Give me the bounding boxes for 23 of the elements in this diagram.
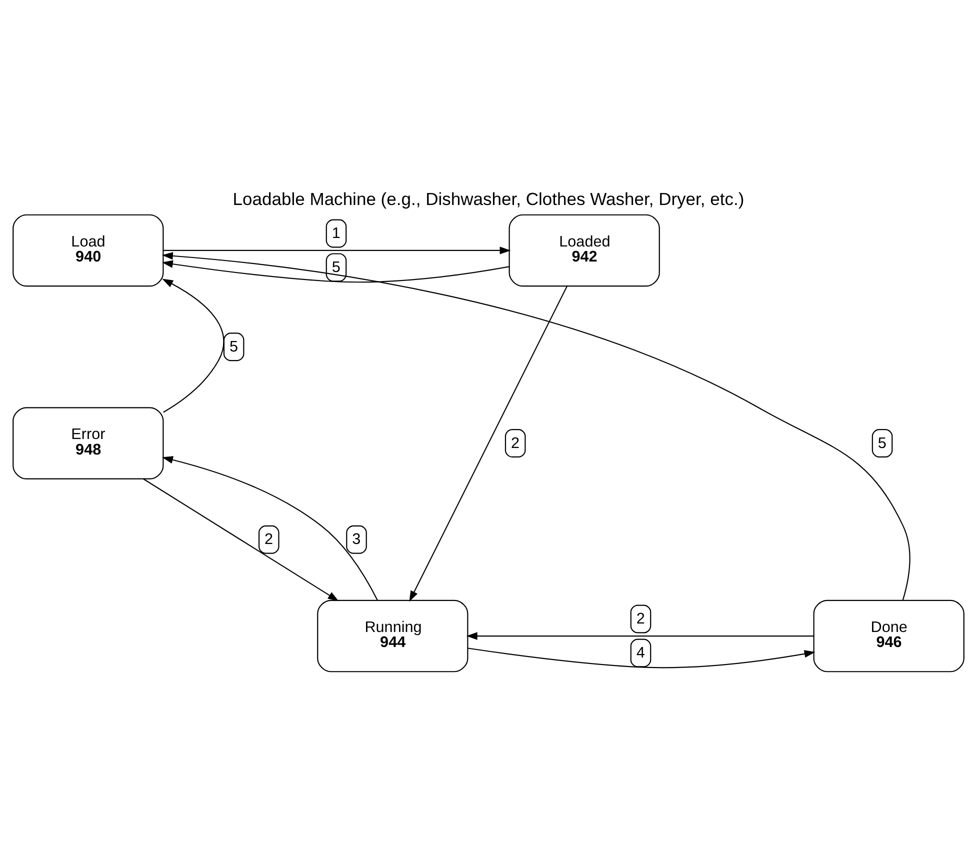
arrow	[162, 278, 224, 412]
edge-label: 2	[636, 610, 645, 628]
edge-label: 2	[510, 434, 520, 452]
edge-label: 4	[636, 644, 645, 662]
arrow	[164, 246, 511, 254]
arrow	[468, 647, 816, 668]
node-box: Loaded 942	[508, 214, 660, 286]
arrow	[143, 478, 339, 601]
node-box: Done 946	[813, 599, 964, 672]
edge-label: 5	[878, 434, 886, 452]
node-box: Error 948	[12, 406, 164, 479]
node-box: Load 940	[12, 214, 164, 286]
edge-label: 3	[352, 530, 361, 548]
arrow	[162, 260, 510, 282]
edge-label: 5	[332, 258, 340, 276]
arrow	[409, 286, 568, 602]
arrow	[162, 456, 378, 600]
arrow	[466, 632, 814, 640]
node-box: Running 944	[317, 599, 468, 672]
diagram-title: Loadable Machine (e.g., Dishwasher, Clothes Washer, Dryer, etc.)	[232, 188, 744, 208]
edge-label: 5	[229, 338, 238, 355]
edge-label: 1	[332, 224, 340, 242]
edge-label: 2	[264, 530, 274, 548]
